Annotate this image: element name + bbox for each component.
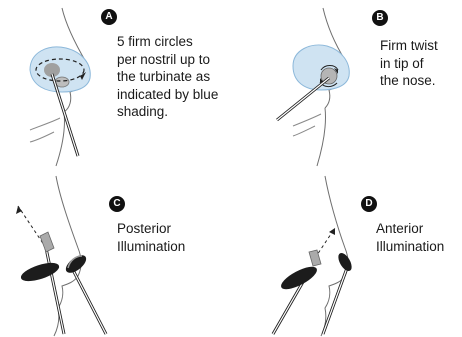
caption-a: 5 firm circles per nostril up to the tur… [117, 33, 218, 121]
posterior-illumination-illustration [0, 168, 231, 337]
panel-c: C Posterior Illumination [0, 168, 231, 337]
panel-b: B Firm twist in tip of the nose. [231, 0, 462, 168]
caption-b: Firm twist in tip of the nose. [380, 37, 438, 90]
badge-d: D [361, 196, 377, 212]
caption-d: Anterior Illumination [376, 220, 444, 255]
badge-a: A [101, 9, 117, 25]
badge-c: C [109, 196, 125, 212]
badge-b: B [372, 10, 388, 26]
panel-d: D Anterior Illumination [231, 168, 462, 337]
panel-a: A 5 firm circles per nostril up to the t… [0, 0, 231, 168]
caption-c: Posterior Illumination [117, 220, 185, 255]
